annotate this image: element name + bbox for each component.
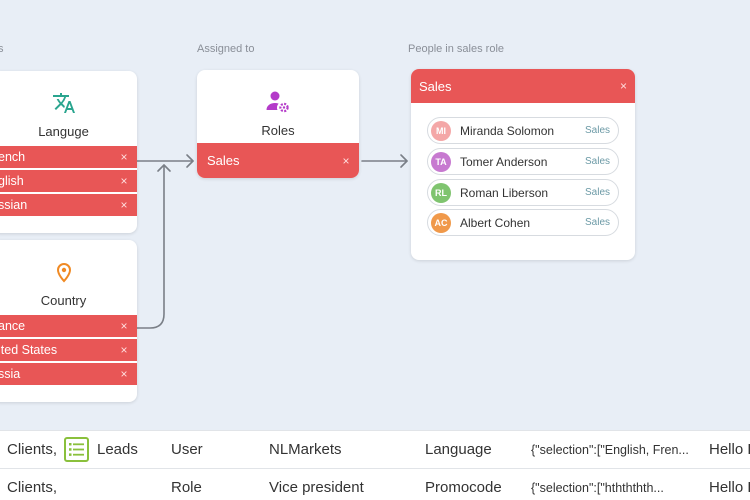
language-rule-card[interactable]: Languge ench × glish × ssian × <box>0 71 137 233</box>
cell-message: Hello P <box>709 479 750 496</box>
user-gear-icon <box>266 91 289 113</box>
people-card-title: Sales <box>419 78 452 94</box>
people-card-header: Sales × <box>411 69 635 103</box>
country-chip[interactable]: ssia × <box>0 363 137 385</box>
country-chip[interactable]: ited States × <box>0 339 137 361</box>
connector-arrowhead <box>157 164 171 172</box>
cell-value: {"selection":["hthththth... <box>531 481 664 495</box>
connector-arrowhead <box>186 154 194 168</box>
cell-field: Language <box>425 441 492 458</box>
role-chip-sales[interactable]: Sales × <box>197 143 359 178</box>
person-chip[interactable]: RL Roman Liberson Sales <box>427 179 619 206</box>
cell-name: Vice president <box>269 479 364 496</box>
country-chip-label: ssia <box>0 367 21 381</box>
avatar: AC <box>431 212 451 233</box>
person-role: Sales <box>584 187 610 198</box>
country-chip[interactable]: ance × <box>0 315 137 337</box>
connector-country-to-roles <box>136 164 165 329</box>
close-icon[interactable]: × <box>619 79 627 93</box>
country-card-title: Country <box>40 293 87 308</box>
cell-message: Hello P <box>709 441 750 458</box>
column-label-partial: s <box>0 43 4 55</box>
person-name: Tomer Anderson <box>460 154 548 169</box>
language-chip[interactable]: ench × <box>0 146 137 168</box>
person-name: Albert Cohen <box>460 215 531 230</box>
avatar: MI <box>431 120 451 141</box>
column-label-people-in-role: People in sales role <box>408 43 505 55</box>
language-chip-label: ssian <box>0 198 28 212</box>
person-chip[interactable]: MI Miranda Solomon Sales <box>427 117 619 144</box>
person-role: Sales <box>584 125 610 136</box>
cell-type: Role <box>171 479 202 496</box>
person-chip[interactable]: TA Tomer Anderson Sales <box>427 148 619 175</box>
cell-type: User <box>171 441 203 458</box>
country-chip-label: ited States <box>0 343 58 357</box>
close-icon[interactable]: × <box>120 174 128 188</box>
cell-value: {"selection":["English, Fren... <box>531 443 689 457</box>
cell-field: Promocode <box>425 479 502 496</box>
language-card-title: Languge <box>38 124 89 139</box>
country-rule-card[interactable]: Country ance × ited States × ssia × <box>0 240 137 402</box>
person-name: Roman Liberson <box>460 185 549 200</box>
table-row[interactable]: Clients, Role Vice president Promocode {… <box>0 469 750 500</box>
cell-leads: Leads <box>97 441 138 458</box>
cell-clients: Clients, <box>7 441 58 458</box>
person-name: Miranda Solomon <box>460 123 555 138</box>
roles-card[interactable]: Roles Sales × <box>197 70 359 178</box>
cell-name: NLMarkets <box>269 441 342 458</box>
connector-lines <box>136 154 408 329</box>
close-icon[interactable]: × <box>120 343 128 357</box>
close-icon[interactable]: × <box>120 319 128 333</box>
language-chip-label: glish <box>0 174 24 188</box>
role-chip-label: Sales <box>207 153 240 168</box>
people-in-role-card: Sales × MI Miranda Solomon Sales TA Tome… <box>411 69 635 260</box>
list-icon <box>64 437 89 462</box>
person-role: Sales <box>584 217 610 228</box>
rules-canvas: s Assigned to People in sales role Langu… <box>0 43 635 402</box>
person-role: Sales <box>584 156 610 167</box>
table-row[interactable]: Clients, Leads User NLMarkets Language {… <box>0 430 750 469</box>
roles-card-title: Roles <box>261 123 295 138</box>
avatar: TA <box>431 151 451 172</box>
column-label-assigned-to: Assigned to <box>197 43 255 55</box>
close-icon[interactable]: × <box>120 150 128 164</box>
avatar: RL <box>431 182 451 203</box>
language-chip[interactable]: glish × <box>0 170 137 192</box>
close-icon[interactable]: × <box>120 367 128 381</box>
language-chip[interactable]: ssian × <box>0 194 137 216</box>
cell-clients: Clients, <box>7 479 58 496</box>
country-chip-label: ance <box>0 319 26 333</box>
location-pin-icon <box>56 263 71 283</box>
close-icon[interactable]: × <box>342 153 350 168</box>
rules-table: Clients, Leads User NLMarkets Language {… <box>0 430 750 500</box>
close-icon[interactable]: × <box>120 198 128 212</box>
language-chip-label: ench <box>0 150 26 164</box>
connector-arrowhead <box>400 154 408 168</box>
person-chip[interactable]: AC Albert Cohen Sales <box>427 209 619 236</box>
translate-icon <box>52 93 75 113</box>
